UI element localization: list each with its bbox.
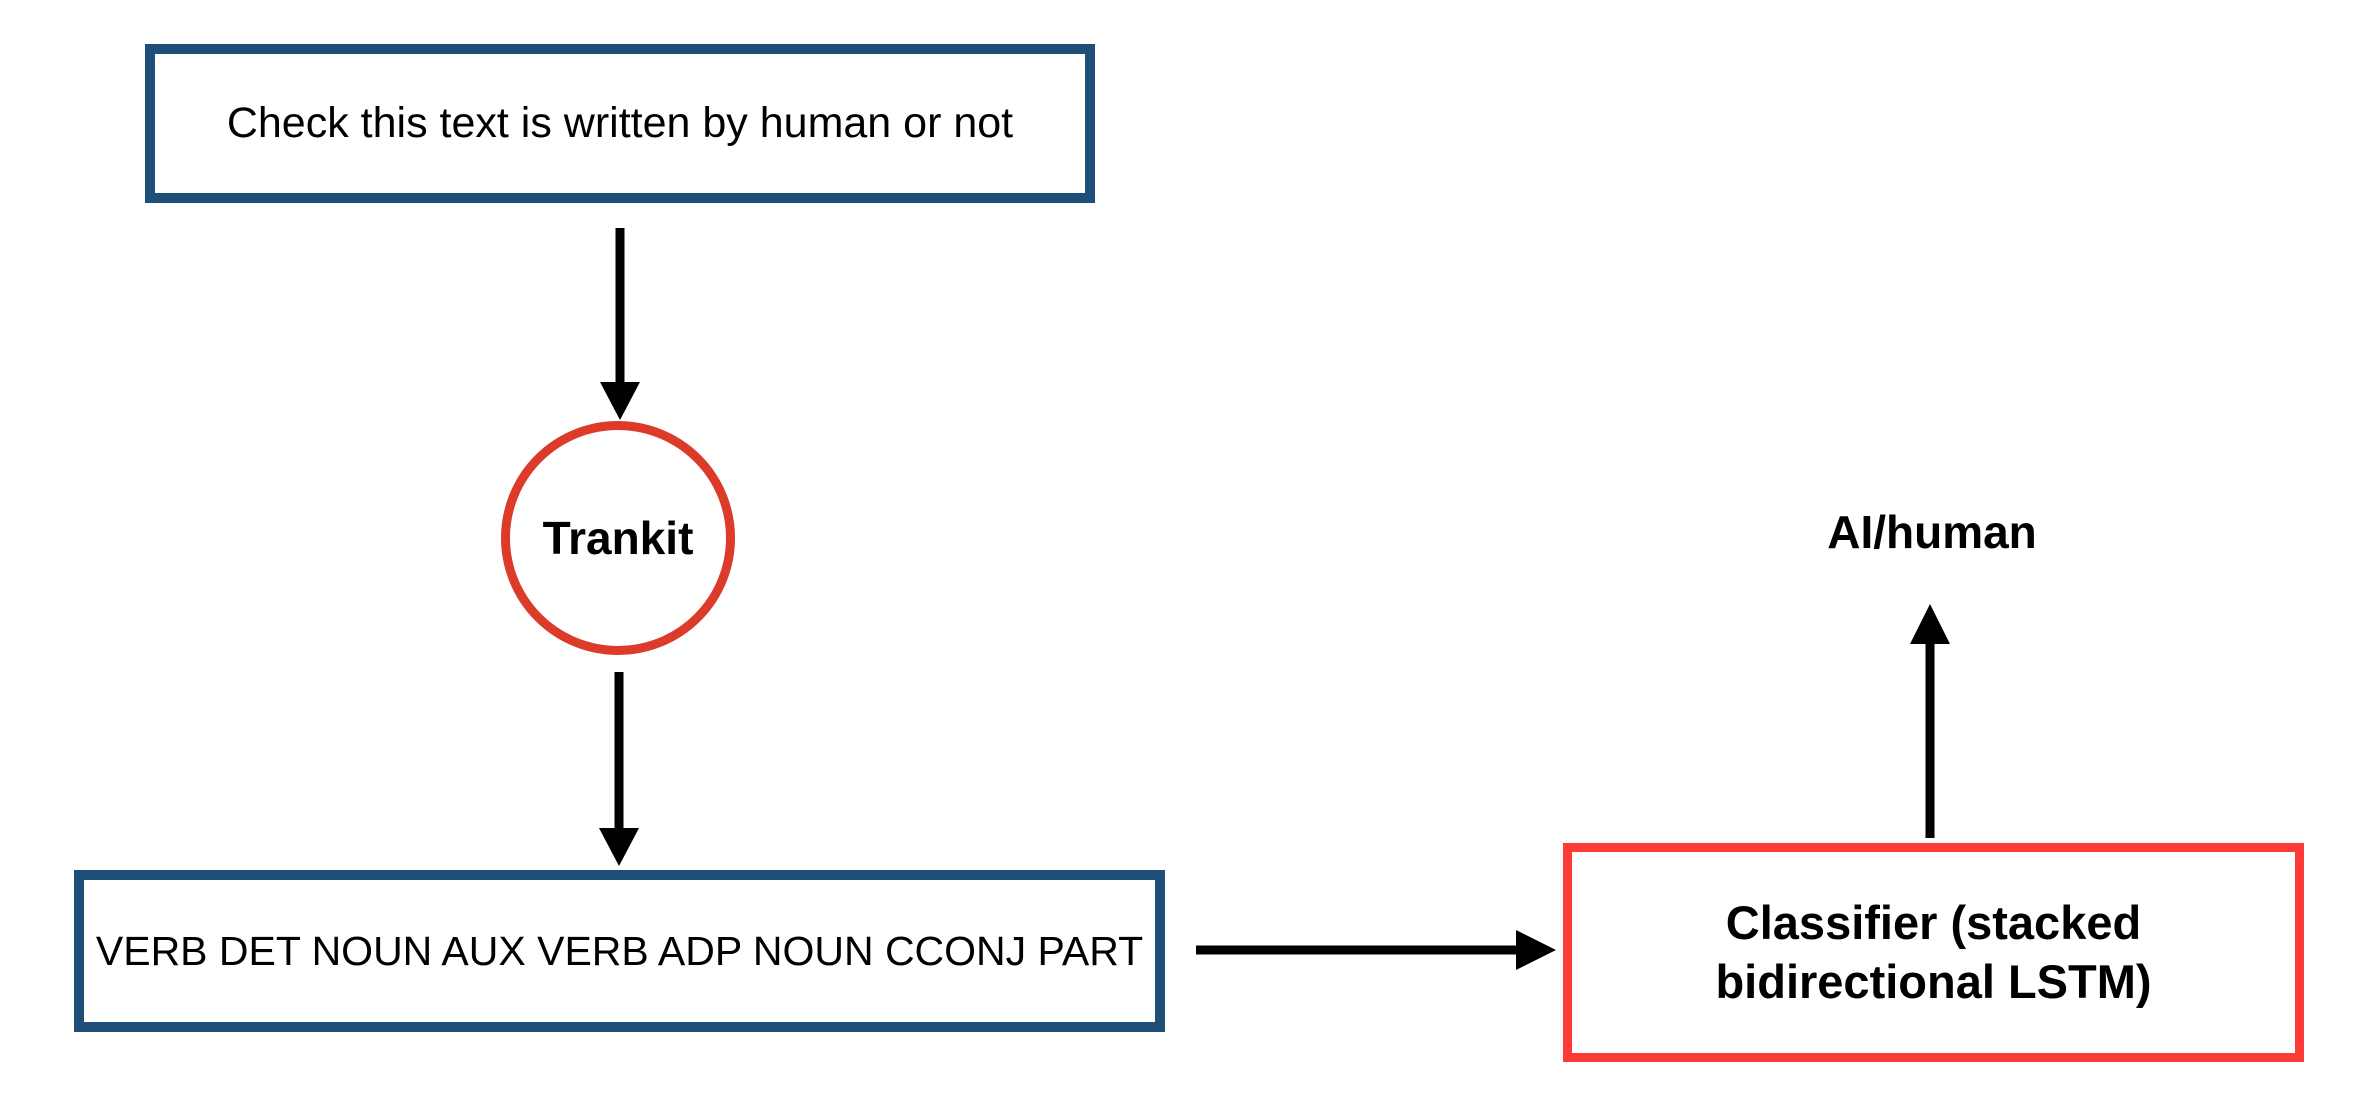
input-text-node: Check this text is written by human or n…: [145, 44, 1095, 203]
arrow-trankit-to-pos-icon: [599, 672, 639, 866]
arrow-classifier-to-output-icon: [1910, 604, 1950, 838]
pos-sequence-node: VERB DET NOUN AUX VERB ADP NOUN CCONJ PA…: [74, 870, 1165, 1032]
arrow-head: [599, 828, 639, 866]
arrow-input-to-trankit-icon: [600, 228, 640, 420]
trankit-label: Trankit: [542, 512, 694, 564]
trankit-node: Trankit: [501, 421, 735, 655]
classifier-node: Classifier (stacked bidirectional LSTM): [1563, 843, 2304, 1062]
arrow-head: [1910, 604, 1950, 644]
classifier-label: Classifier (stacked bidirectional LSTM): [1715, 895, 2152, 1008]
pos-sequence-label: VERB DET NOUN AUX VERB ADP NOUN CCONJ PA…: [95, 927, 1144, 974]
output-label: AI/human: [1827, 506, 2037, 558]
arrow-head: [1516, 930, 1556, 970]
input-text-label: Check this text is written by human or n…: [226, 99, 1014, 147]
arrow-pos-to-classifier-icon: [1196, 930, 1556, 970]
arrow-head: [600, 382, 640, 420]
